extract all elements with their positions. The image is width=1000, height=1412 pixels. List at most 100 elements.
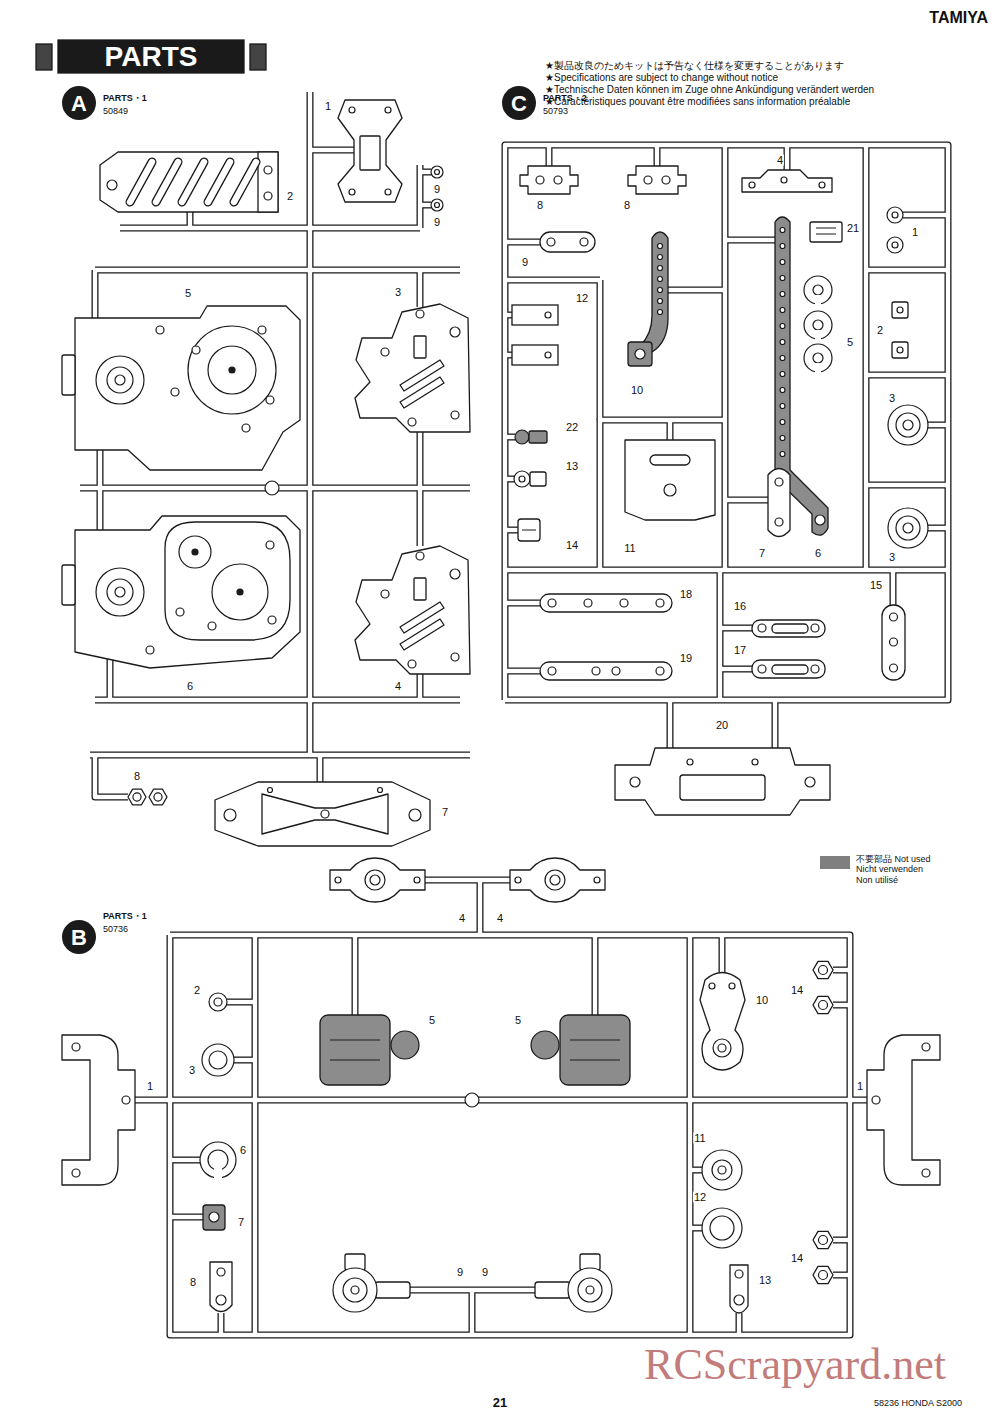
part-hole	[179, 536, 211, 568]
sprue-runner	[219, 1313, 223, 1335]
part-hole	[620, 599, 628, 607]
part-hole	[450, 327, 460, 337]
sprue-runner	[420, 203, 431, 207]
part-slot	[156, 162, 178, 202]
part-hole	[819, 966, 828, 975]
part-hole	[212, 564, 268, 620]
sprue-runner	[720, 935, 724, 972]
gear-cover	[165, 522, 290, 640]
part-outline	[730, 1265, 748, 1313]
sprue-runner	[833, 1273, 850, 1277]
sprue-runner-edge	[135, 1097, 867, 1104]
sprue-runner	[318, 755, 322, 782]
part-hole	[416, 310, 424, 318]
sprue-runner	[188, 212, 192, 228]
part-hole	[192, 549, 198, 555]
sprue-runner-edge	[866, 482, 948, 489]
callout-number: 12	[693, 1192, 707, 1203]
sprue-runner-edge	[928, 525, 948, 532]
callout-number: 1	[911, 227, 919, 238]
part-hole	[813, 353, 823, 363]
part-hole	[658, 266, 663, 271]
callout-number: 2	[876, 325, 884, 336]
sprue-runner	[720, 667, 752, 671]
callout-number: 2	[286, 191, 294, 202]
part-hole	[237, 589, 243, 595]
part-hole	[709, 983, 715, 989]
sprue-runner	[720, 626, 752, 630]
sprue-runner	[98, 450, 102, 530]
sprue-runner-edge	[317, 755, 324, 782]
sprue-runner-edge	[417, 270, 424, 307]
part-hole	[229, 367, 235, 373]
part-hole	[381, 348, 389, 356]
part-hole	[107, 180, 117, 190]
callout-number: 15	[869, 580, 883, 591]
part-hole	[550, 875, 560, 885]
part-outline	[650, 455, 690, 465]
part-hole	[804, 276, 832, 304]
part-hole	[712, 1160, 732, 1180]
sprue-runner	[478, 880, 482, 935]
part-hole	[780, 372, 785, 377]
callout-number: 6	[239, 1145, 247, 1156]
part-hole	[568, 1268, 612, 1312]
hex-nut	[149, 789, 167, 805]
sprue-runner-edge	[234, 1057, 255, 1064]
part-group	[867, 1035, 940, 1185]
callout-number: 19	[679, 653, 693, 664]
part-group	[330, 858, 425, 902]
sprue-runner	[353, 935, 357, 1015]
title-banner	[58, 40, 244, 73]
callout-number: 9	[433, 217, 441, 228]
sprue-runner-edge	[928, 422, 948, 429]
part-hole	[780, 308, 785, 313]
part-hole	[266, 396, 274, 404]
part-hole	[713, 1039, 731, 1057]
callout-number: 9	[456, 1267, 464, 1278]
callout-number: 17	[733, 645, 747, 656]
part-hole	[734, 1295, 744, 1305]
note-text: ★製品改良のためキットは予告なく仕様を変更することがあります	[545, 61, 844, 71]
sprue-runner-edge	[717, 570, 724, 700]
sprue-runner	[505, 601, 540, 605]
part-group	[520, 166, 578, 194]
part-hole	[385, 189, 391, 195]
sprue-runner	[95, 698, 460, 702]
part-hole	[586, 1286, 594, 1294]
ring-gap	[815, 363, 821, 373]
callout-number: 8	[623, 200, 631, 211]
part-hole	[349, 107, 355, 113]
part-detail	[570, 1040, 620, 1060]
part-outline	[530, 472, 546, 486]
part-hole	[343, 1278, 367, 1302]
sprue-runner	[93, 270, 97, 318]
part-group	[510, 858, 605, 902]
part-outline	[210, 1262, 232, 1312]
sprue-runner-edge	[719, 935, 726, 972]
part-hole	[781, 177, 787, 183]
callout-number: 20	[715, 720, 729, 731]
part-hole	[451, 653, 459, 661]
callout-number: 3	[188, 1065, 196, 1076]
part-hole	[656, 667, 664, 675]
unused-part	[203, 1205, 225, 1230]
part-slot	[234, 162, 256, 202]
legend-swatch	[820, 856, 850, 869]
sprue-runner	[227, 1000, 255, 1004]
callout-number: 18	[679, 589, 693, 600]
sprue-runner	[425, 878, 510, 882]
part-hole	[514, 471, 530, 487]
part-hole	[815, 515, 825, 525]
part-hole	[268, 616, 276, 624]
part-hole	[592, 667, 600, 675]
part-hole	[217, 1268, 225, 1276]
note-text: ★Technische Daten können im Zuge ohne An…	[545, 85, 874, 95]
callout-number: 9	[481, 1267, 489, 1278]
part-hole	[208, 346, 256, 394]
part-hole	[548, 599, 556, 607]
part-hole	[107, 579, 133, 605]
part-outline	[742, 170, 832, 192]
callout-number: 6	[814, 548, 822, 559]
part-hole	[780, 452, 785, 457]
